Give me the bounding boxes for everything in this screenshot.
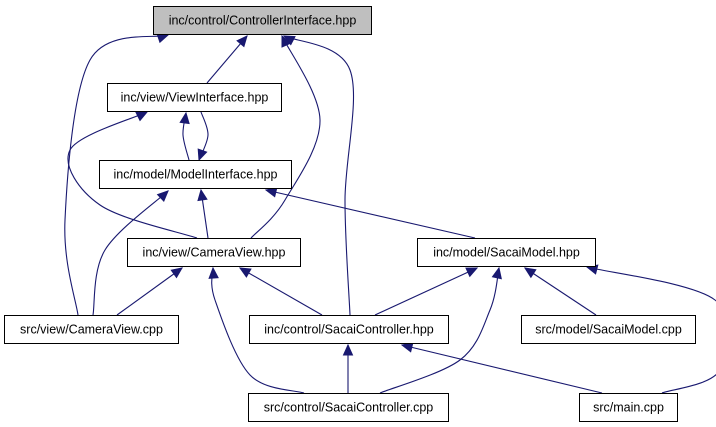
node-camera-view-cpp[interactable]: src/view/CameraView.cpp [4, 315, 179, 344]
arrow-head [197, 148, 208, 162]
edge-line [116, 267, 183, 316]
edge-view_interface-to-controller_interface [206, 35, 248, 84]
edge-line [239, 267, 323, 316]
edge-camera_view_hpp-to-view_interface [67, 111, 198, 239]
edge-line [586, 266, 716, 394]
arrow-head [342, 343, 354, 356]
edge-sacai_controller_hpp-to-camera_view_hpp [238, 267, 323, 316]
nodes-layer: inc/control/ControllerInterface.hpp inc/v… [4, 6, 696, 422]
arrow-head [170, 267, 183, 279]
arrow-head [208, 266, 219, 279]
node-label: inc/view/ViewInterface.hpp [121, 91, 269, 105]
arrow-head [156, 190, 169, 202]
node-label: inc/control/ControllerInterface.hpp [169, 14, 357, 28]
arrow-head [465, 267, 479, 278]
edge-line [250, 35, 321, 239]
node-sacai-controller-hpp[interactable]: inc/control/SacaiController.hpp [249, 315, 449, 344]
node-controller-interface[interactable]: inc/control/ControllerInterface.hpp [153, 6, 372, 35]
node-box[interactable] [249, 315, 449, 344]
edge-line [64, 34, 169, 316]
node-sacai-model-hpp[interactable]: inc/model/SacaiModel.hpp [417, 238, 596, 267]
node-box[interactable] [579, 393, 678, 422]
node-box[interactable] [99, 160, 292, 189]
edge-line [379, 267, 500, 394]
node-box[interactable] [248, 393, 449, 422]
edge-model_interface-to-view_interface [179, 111, 190, 161]
edge-line [524, 267, 597, 316]
node-label: src/main.cpp [593, 401, 664, 415]
arrow-head [197, 188, 208, 202]
node-view-interface[interactable]: inc/view/ViewInterface.hpp [107, 83, 282, 112]
edges-layer [64, 33, 716, 394]
edge-camera_view_hpp-to-controller_interface [250, 34, 321, 239]
arrow-head [491, 266, 502, 280]
edge-line [283, 35, 355, 316]
edge-sacai_model_cpp-to-sacai_model_hpp [523, 267, 597, 316]
node-main-cpp[interactable]: src/main.cpp [579, 393, 678, 422]
edge-camera_view_cpp-to-model_interface [92, 190, 169, 316]
edge-sacai_controller_cpp-to-camera_view_hpp [208, 266, 305, 394]
edge-sacai_controller_cpp-to-sacai_controller_hpp [342, 343, 354, 393]
edge-line [211, 267, 305, 394]
edge-sacai_controller_cpp-to-sacai_model_hpp [379, 266, 502, 394]
node-label: inc/model/SacaiModel.hpp [433, 246, 580, 260]
arrow-head [236, 35, 248, 48]
node-sacai-model-cpp[interactable]: src/model/SacaiModel.cpp [521, 315, 696, 344]
arrow-head [135, 111, 149, 122]
node-label: inc/view/CameraView.hpp [143, 246, 286, 260]
edge-view_interface-to-model_interface [197, 111, 209, 162]
node-box[interactable] [107, 83, 282, 112]
edge-camera_view_hpp-to-model_interface [197, 188, 209, 239]
node-camera-view-hpp[interactable]: inc/view/CameraView.hpp [127, 238, 301, 267]
edge-line [67, 111, 198, 239]
edge-sacai_model_hpp-to-model_interface [264, 187, 476, 239]
node-box[interactable] [127, 238, 301, 267]
node-sacai-controller-cpp[interactable]: src/control/SacaiController.cpp [248, 393, 449, 422]
node-box[interactable] [417, 238, 596, 267]
node-label: src/model/SacaiModel.cpp [535, 323, 682, 337]
node-box[interactable] [4, 315, 179, 344]
edge-sacai_controller_hpp-to-controller_interface [282, 35, 355, 316]
arrow-head [238, 267, 252, 278]
edge-line [401, 344, 603, 394]
edge-sacai_controller_hpp-to-sacai_model_hpp [374, 267, 479, 316]
node-box[interactable] [153, 6, 372, 35]
node-model-interface[interactable]: inc/model/ModelInterface.hpp [99, 160, 292, 189]
arrow-head [264, 187, 278, 198]
node-label: src/control/SacaiController.cpp [264, 401, 434, 415]
arrow-head [179, 111, 190, 125]
node-box[interactable] [521, 315, 696, 344]
edge-main_cpp-to-sacai_controller_hpp [400, 342, 603, 394]
edge-line [92, 190, 169, 316]
arrow-head [282, 35, 296, 46]
arrow-head [400, 342, 414, 353]
arrow-head [281, 34, 292, 48]
edge-line [374, 267, 478, 316]
edge-camera_view_cpp-to-camera_view_hpp [116, 267, 183, 316]
node-label: inc/model/ModelInterface.hpp [114, 168, 278, 182]
node-label: src/view/CameraView.cpp [20, 323, 163, 337]
arrow-head [523, 267, 537, 279]
edge-line [265, 189, 476, 239]
arrow-head [156, 33, 170, 44]
node-label: inc/control/SacaiController.hpp [264, 323, 434, 337]
